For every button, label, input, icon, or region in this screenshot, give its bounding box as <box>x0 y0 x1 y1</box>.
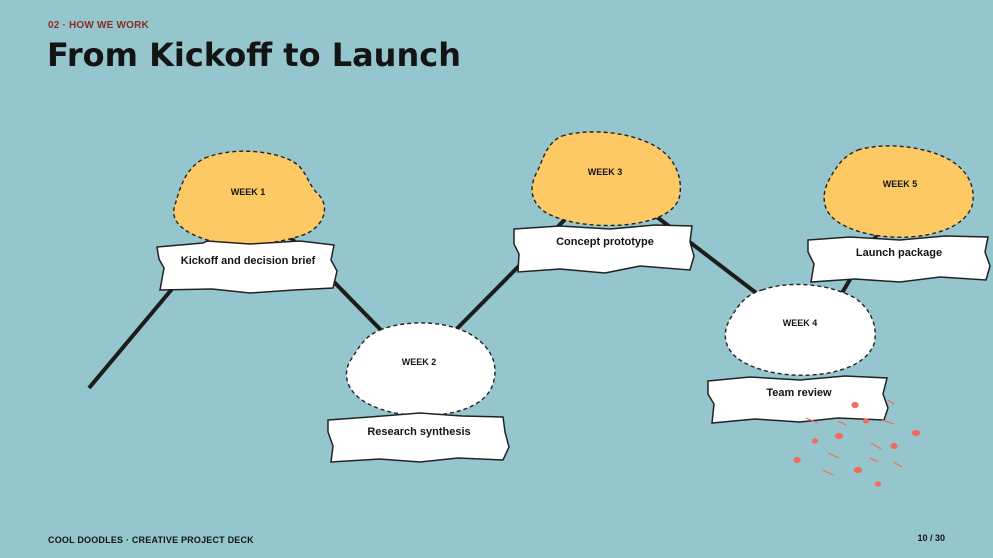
confetti-dot <box>911 429 921 437</box>
milestone-label: Team review <box>766 387 832 399</box>
milestone-label: Concept prototype <box>556 236 654 248</box>
confetti-dot <box>811 438 819 444</box>
confetti-dash <box>837 420 847 426</box>
confetti-dash <box>892 461 903 468</box>
week-label: WEEK 1 <box>231 187 266 197</box>
label-card <box>707 375 889 424</box>
confetti-dash <box>822 469 834 476</box>
confetti-dot <box>853 466 863 474</box>
blob-week-2 <box>345 322 496 417</box>
confetti-dash <box>869 457 879 463</box>
confetti-dot <box>851 401 859 409</box>
label-card <box>156 240 338 294</box>
milestone-label: Launch package <box>856 247 942 259</box>
milestone-label: Kickoff and decision brief <box>181 255 316 267</box>
label-card <box>807 235 991 283</box>
confetti-dot <box>874 481 882 487</box>
milestone-week-5: WEEK 5 Launch package <box>807 145 991 283</box>
blob-week-5 <box>823 145 974 238</box>
blob-week-4 <box>724 283 876 376</box>
confetti-dash <box>827 452 840 459</box>
label-card <box>327 412 510 463</box>
week-label: WEEK 2 <box>402 357 437 367</box>
confetti-dot <box>862 418 870 424</box>
milestone-week-2: WEEK 2 Research synthesis <box>327 322 510 463</box>
week-label: WEEK 4 <box>783 318 818 328</box>
blob-week-1 <box>173 150 326 246</box>
confetti-dot <box>793 456 801 464</box>
milestone-label: Research synthesis <box>367 426 470 438</box>
confetti-dash <box>881 419 895 425</box>
week-label: WEEK 5 <box>883 179 918 189</box>
confetti-dash <box>870 442 882 450</box>
confetti-dot <box>890 442 898 450</box>
confetti-dash <box>887 399 895 405</box>
deck-footer: COOL DOODLES · CREATIVE PROJECT DECK <box>48 535 254 545</box>
week-label: WEEK 3 <box>588 167 623 177</box>
label-card <box>513 224 695 274</box>
milestone-week-4: WEEK 4 Team review <box>707 283 889 424</box>
slide-title: From Kickoff to Launch <box>47 36 461 74</box>
milestone-week-3: WEEK 3 Concept prototype <box>513 131 695 274</box>
section-eyebrow: 02 · HOW WE WORK <box>48 20 149 31</box>
confetti-doodle <box>793 399 921 487</box>
confetti-dash <box>805 417 819 424</box>
milestone-week-1: WEEK 1 Kickoff and decision brief <box>156 150 338 294</box>
confetti-dot <box>834 432 844 440</box>
page-number: 10 / 30 <box>917 533 945 543</box>
blob-week-3 <box>531 131 682 227</box>
